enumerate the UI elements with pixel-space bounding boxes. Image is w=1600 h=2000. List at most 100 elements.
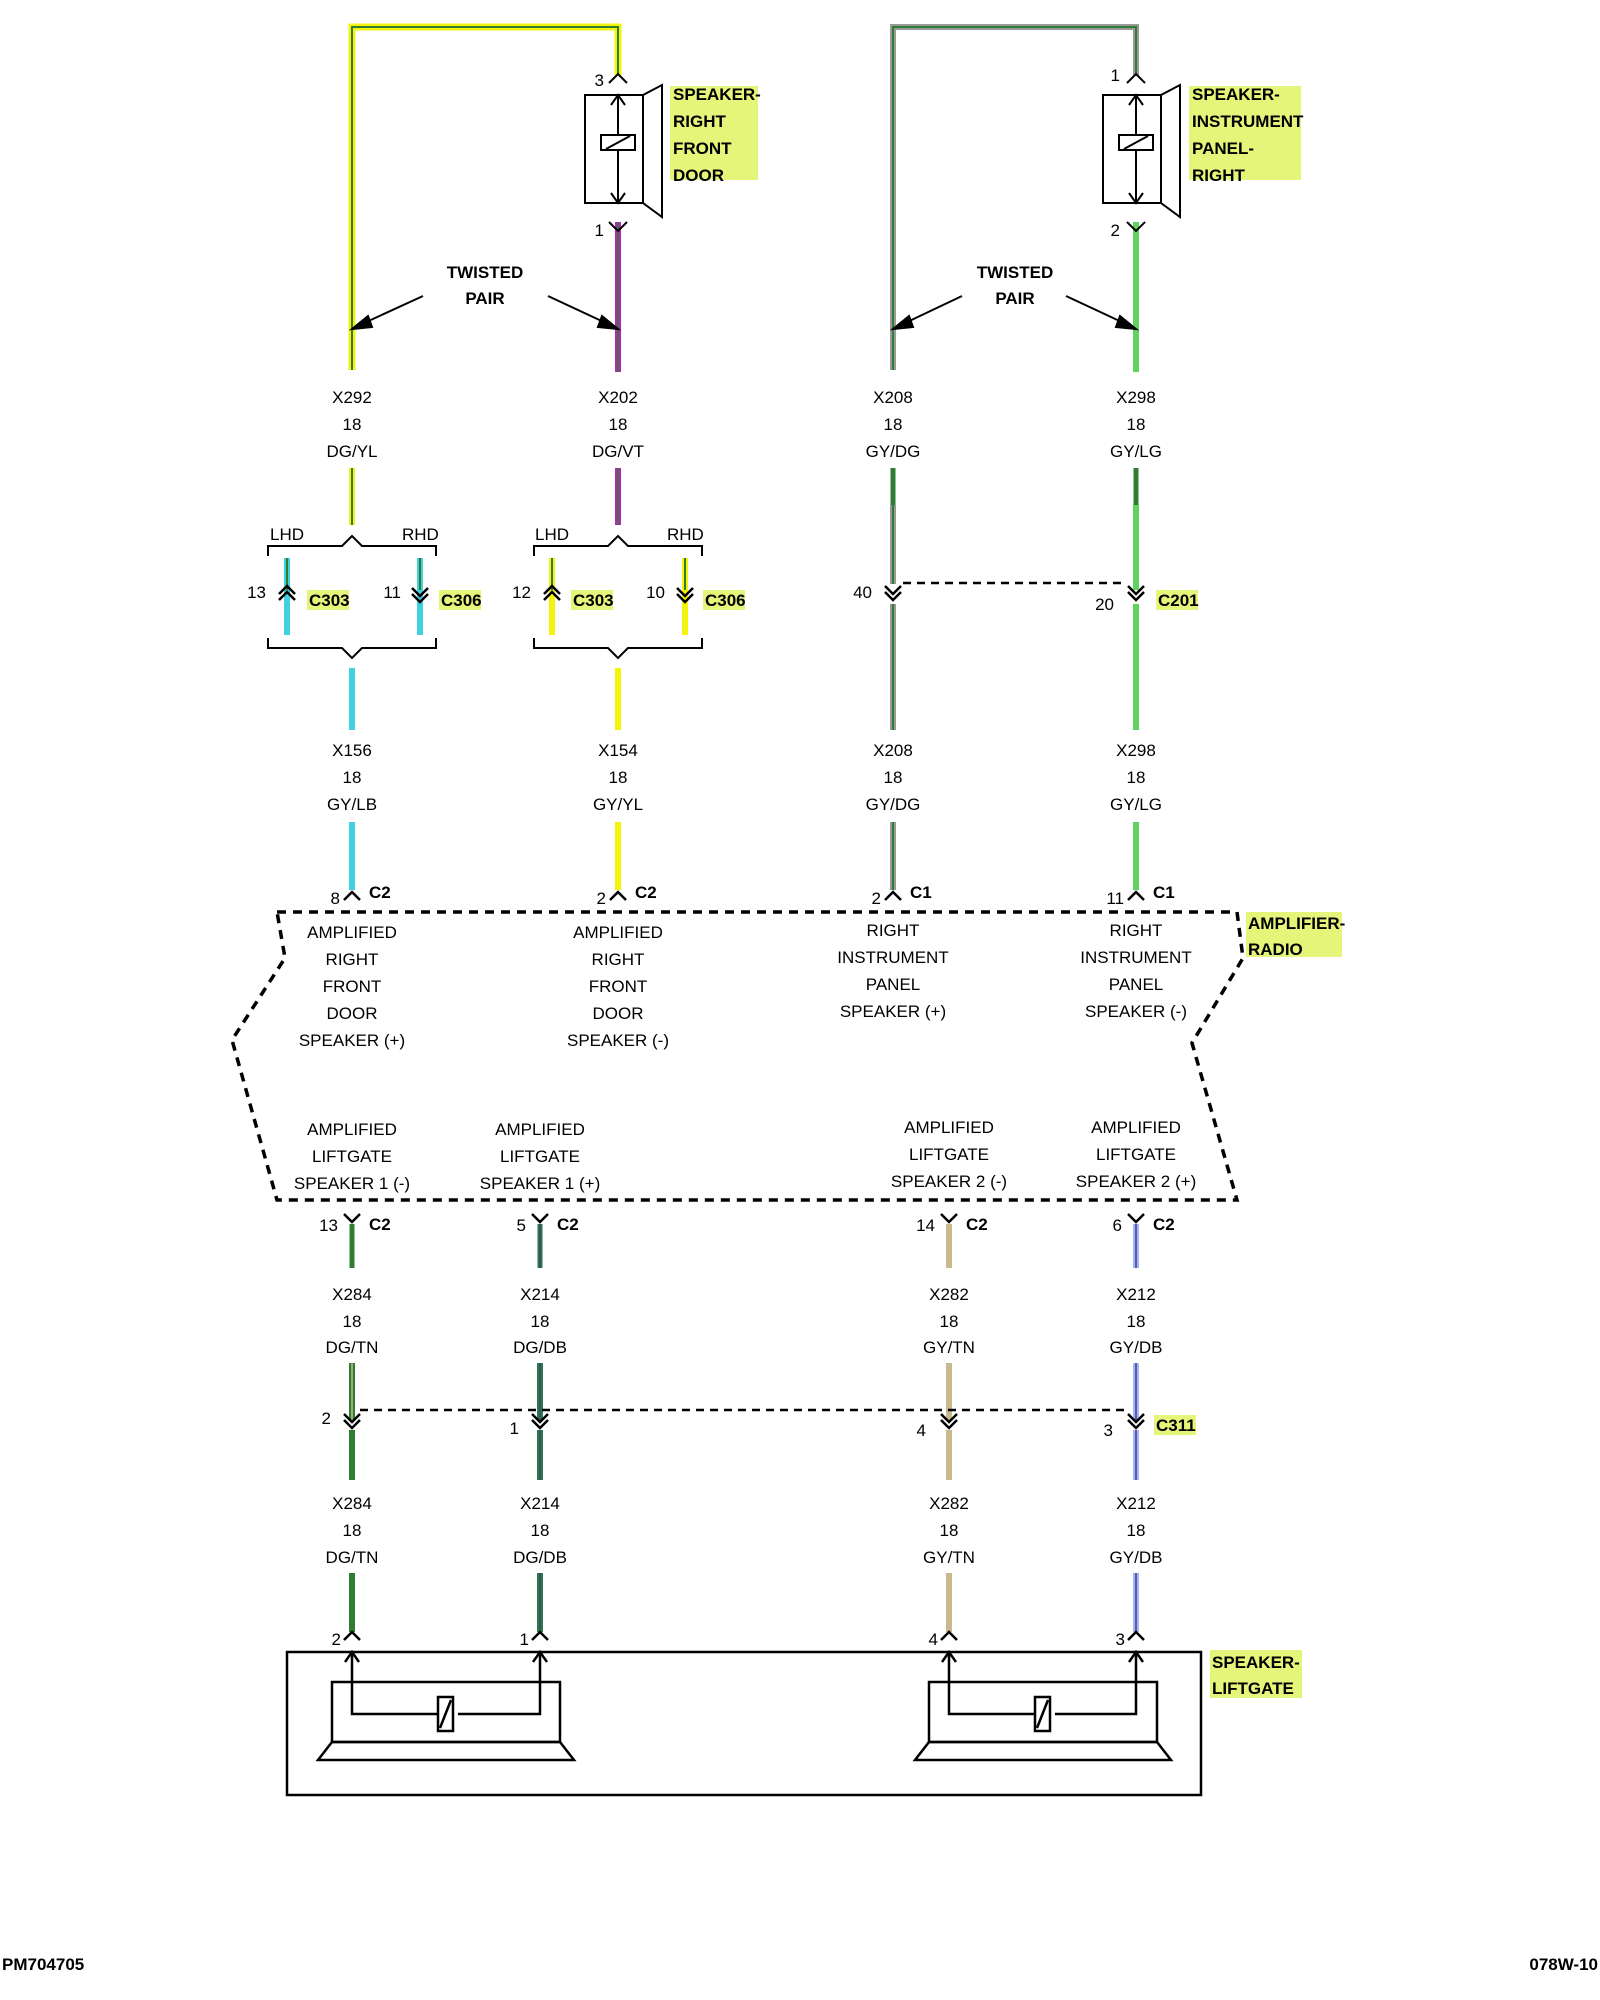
svg-text:X212: X212 — [1116, 1285, 1156, 1304]
svg-text:DG/DB: DG/DB — [513, 1548, 567, 1567]
wire-labels-row3: X284 18 DG/TN X214 18 DG/DB X282 18 GY/T… — [326, 1285, 1163, 1357]
svg-text:AMPLIFIED: AMPLIFIED — [495, 1120, 585, 1139]
pin-lg-4: 4 — [929, 1630, 938, 1649]
conn-c303-a: C303 — [309, 591, 350, 610]
svg-text:X282: X282 — [929, 1285, 969, 1304]
pin-c303-12: 12 — [512, 583, 531, 602]
amp-function-labels: AMPLIFIED RIGHT FRONT DOOR SPEAKER (+) A… — [294, 921, 1196, 1193]
svg-text:18: 18 — [940, 1312, 959, 1331]
conn-c303-b: C303 — [573, 591, 614, 610]
label-spk-ip-4: RIGHT — [1192, 166, 1246, 185]
svg-text:18: 18 — [343, 1312, 362, 1331]
svg-text:X212: X212 — [1116, 1494, 1156, 1513]
highlight-spk-ip — [1189, 86, 1301, 180]
pin-lg-3: 3 — [1116, 1630, 1125, 1649]
twisted-pair-label-4: PAIR — [995, 289, 1034, 308]
svg-text:GY/TN: GY/TN — [923, 1548, 975, 1567]
svg-text:SPEAKER (+): SPEAKER (+) — [299, 1031, 405, 1050]
svg-text:SPEAKER 2 (+): SPEAKER 2 (+) — [1076, 1172, 1196, 1191]
svg-text:DG/TN: DG/TN — [326, 1548, 379, 1567]
wire-gy-dg-loop — [890, 24, 1139, 370]
twisted-pair-label-3: TWISTED — [977, 263, 1054, 282]
svg-text:GY/LG: GY/LG — [1110, 795, 1162, 814]
svg-text:AMPLIFIED: AMPLIFIED — [307, 1120, 397, 1139]
highlight-spk-lg — [1210, 1650, 1302, 1698]
svg-text:GY/DB: GY/DB — [1110, 1338, 1163, 1357]
svg-text:AMPLIFIED: AMPLIFIED — [573, 923, 663, 942]
svg-text:INSTRUMENT: INSTRUMENT — [837, 948, 948, 967]
pin-lg-2: 2 — [332, 1630, 341, 1649]
wire-labels-row4: X284 18 DG/TN X214 18 DG/DB X282 18 GY/T… — [326, 1494, 1163, 1567]
svg-text:AMPLIFIED: AMPLIFIED — [1091, 1118, 1181, 1137]
label-amp-1: AMPLIFIER- — [1248, 914, 1345, 933]
pin-amp-2b: 2 — [872, 889, 881, 908]
svg-text:GY/LB: GY/LB — [327, 795, 377, 814]
conn-c306-a: C306 — [441, 591, 482, 610]
twisted-pair-arrows — [348, 295, 1140, 331]
svg-text:SPEAKER 2 (-): SPEAKER 2 (-) — [891, 1172, 1007, 1191]
svg-text:18: 18 — [531, 1312, 550, 1331]
svg-text:18: 18 — [884, 768, 903, 787]
svg-text:FRONT: FRONT — [323, 977, 382, 996]
amp-bottom-pins — [343, 1213, 1145, 1224]
label-spk-rf-4: DOOR — [673, 166, 724, 185]
svg-text:RIGHT: RIGHT — [592, 950, 645, 969]
svg-text:X214: X214 — [520, 1285, 560, 1304]
label-spk-rf-2: RIGHT — [673, 112, 727, 131]
svg-text:X208: X208 — [873, 388, 913, 407]
pin-amp-14: 14 — [916, 1216, 935, 1235]
rhd-label-2: RHD — [667, 525, 704, 544]
label-spk-rf-3: FRONT — [673, 139, 732, 158]
svg-text:DOOR: DOOR — [593, 1004, 644, 1023]
svg-text:GY/DB: GY/DB — [1110, 1548, 1163, 1567]
svg-text:X202: X202 — [598, 388, 638, 407]
svg-text:DG/TN: DG/TN — [326, 1338, 379, 1357]
pin-c311-3: 3 — [1104, 1421, 1113, 1440]
conn-amp-c2-c: C2 — [369, 1215, 391, 1234]
svg-text:18: 18 — [1127, 1312, 1146, 1331]
svg-text:X156: X156 — [332, 741, 372, 760]
wire-labels-row2: X156 18 GY/LB X154 18 GY/YL X208 18 GY/D… — [327, 741, 1162, 814]
svg-text:18: 18 — [531, 1521, 550, 1540]
conn-amp-c1-b: C1 — [1153, 883, 1175, 902]
svg-text:18: 18 — [343, 768, 362, 787]
svg-text:18: 18 — [1127, 415, 1146, 434]
conn-c306-b: C306 — [705, 591, 746, 610]
svg-text:LIFTGATE: LIFTGATE — [909, 1145, 989, 1164]
label-spk-ip-2: INSTRUMENT — [1192, 112, 1304, 131]
svg-text:LIFTGATE: LIFTGATE — [312, 1147, 392, 1166]
c201-connector — [884, 581, 1145, 602]
pin-ip-2: 2 — [1111, 221, 1120, 240]
svg-text:18: 18 — [940, 1521, 959, 1540]
label-spk-lg-2: LIFTGATE — [1212, 1679, 1294, 1698]
svg-text:18: 18 — [1127, 1521, 1146, 1540]
pin-amp-11: 11 — [1106, 889, 1124, 908]
pin-amp-8: 8 — [331, 889, 340, 908]
conn-c311: C311 — [1156, 1416, 1196, 1435]
svg-text:INSTRUMENT: INSTRUMENT — [1080, 948, 1191, 967]
twisted-pair-label-2: PAIR — [465, 289, 504, 308]
svg-text:SPEAKER 1 (+): SPEAKER 1 (+) — [480, 1174, 600, 1193]
pin-c303-13: 13 — [247, 583, 266, 602]
footer-left-code: PM704705 — [2, 1955, 84, 1974]
pin-rf-1: 1 — [595, 221, 604, 240]
svg-text:LIFTGATE: LIFTGATE — [500, 1147, 580, 1166]
pin-c201-20: 20 — [1095, 595, 1114, 614]
pin-ip-1: 1 — [1111, 66, 1120, 85]
svg-text:AMPLIFIED: AMPLIFIED — [904, 1118, 994, 1137]
conn-amp-c2-a: C2 — [369, 883, 391, 902]
svg-text:18: 18 — [609, 768, 628, 787]
c303-c306-connectors — [278, 584, 694, 604]
svg-text:DOOR: DOOR — [327, 1004, 378, 1023]
svg-text:GY/LG: GY/LG — [1110, 442, 1162, 461]
highlight-amp — [1246, 912, 1342, 957]
conn-amp-c1-a: C1 — [910, 883, 932, 902]
svg-text:RIGHT: RIGHT — [867, 921, 920, 940]
wires — [284, 23, 1139, 1632]
wire-labels-row1: X292 18 DG/YL X202 18 DG/VT X208 18 GY/D… — [326, 388, 1162, 461]
svg-text:DG/YL: DG/YL — [326, 442, 377, 461]
svg-text:RIGHT: RIGHT — [326, 950, 379, 969]
lhd-label-2: LHD — [535, 525, 569, 544]
pin-lg-1: 1 — [520, 1630, 529, 1649]
